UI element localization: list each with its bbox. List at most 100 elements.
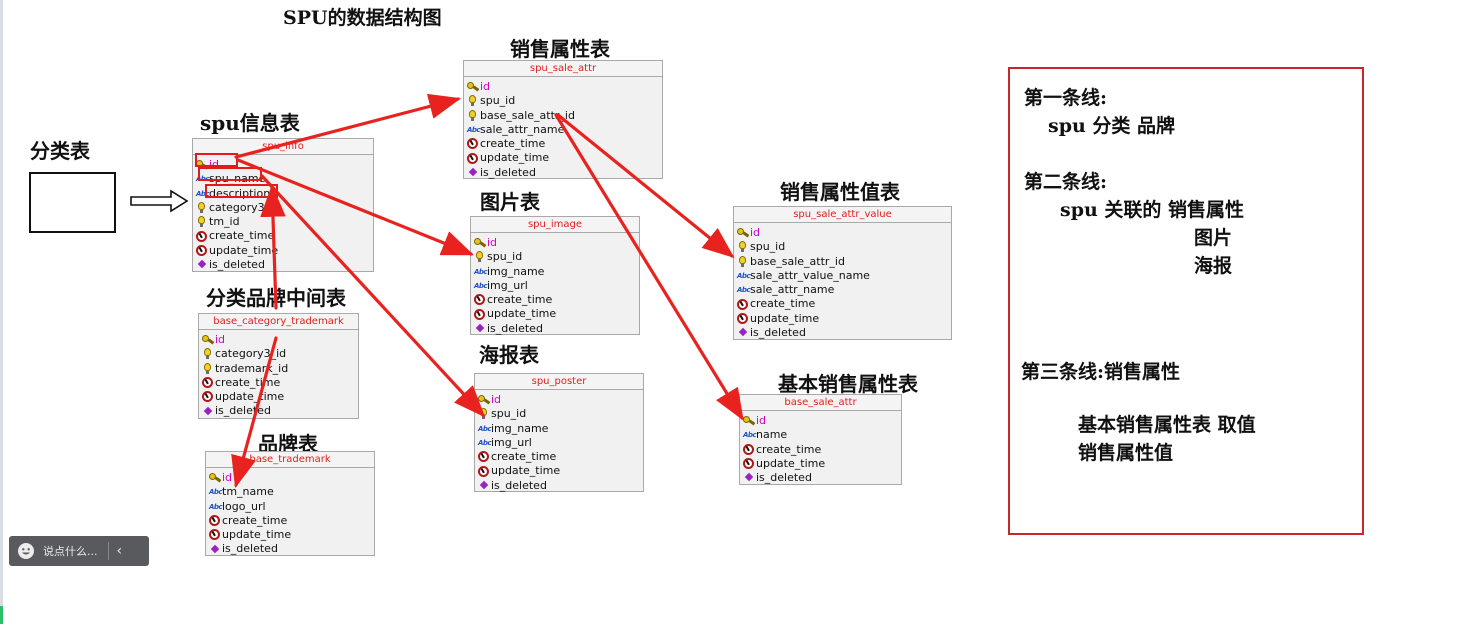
field-name: create_time bbox=[209, 229, 275, 243]
note-line3-body: 基本销售属性表 取值 bbox=[1078, 414, 1256, 436]
key-icon bbox=[209, 472, 221, 484]
table-field-row: create_time bbox=[474, 293, 639, 307]
field-name: create_time bbox=[756, 442, 822, 456]
clock-icon bbox=[743, 443, 755, 456]
table-field-row: id bbox=[474, 236, 639, 250]
arrow-sale-attr-to-base-sale-attr bbox=[554, 113, 744, 421]
bulb-icon bbox=[467, 109, 479, 122]
note-line2-body: spu 关联的 销售属性 bbox=[1060, 199, 1245, 221]
field-name: id bbox=[209, 158, 220, 171]
table-field-row: create_time bbox=[737, 297, 951, 311]
table-header: base_category_trademark bbox=[199, 314, 358, 330]
clock-icon bbox=[478, 451, 490, 463]
field-name: is_deleted bbox=[487, 321, 543, 335]
table-header: base_sale_attr bbox=[740, 395, 901, 411]
bulb-icon bbox=[737, 241, 749, 253]
smile-icon[interactable] bbox=[17, 542, 35, 560]
key-icon bbox=[737, 227, 749, 239]
field-name: update_time bbox=[209, 243, 279, 257]
table-field-row: update_time bbox=[196, 244, 373, 258]
clock-icon bbox=[474, 294, 486, 306]
clock-icon bbox=[474, 308, 486, 321]
field-name: img_name bbox=[487, 264, 545, 278]
field-name: id bbox=[222, 471, 233, 484]
table-header: spu_info bbox=[193, 139, 373, 155]
field-name: id bbox=[215, 333, 226, 346]
table-field-row: id bbox=[467, 80, 662, 94]
table-field-row: create_time bbox=[467, 137, 662, 151]
clock-icon bbox=[202, 377, 214, 389]
clock-icon bbox=[478, 465, 490, 478]
field-name: tm_id bbox=[209, 215, 240, 229]
table-field-row: spu_id bbox=[474, 250, 639, 264]
abc-icon: Abc bbox=[737, 272, 751, 281]
note-line2-title: 第二条线: bbox=[1024, 171, 1108, 193]
table-field-row: base_sale_attr_id bbox=[467, 109, 662, 123]
arrow-category-trademark-to-spu bbox=[260, 184, 286, 310]
field-name: category3_id bbox=[215, 347, 287, 361]
field-name: logo_url bbox=[222, 499, 266, 513]
field-name: create_time bbox=[491, 450, 557, 464]
clock-icon bbox=[743, 458, 755, 470]
label-poster-table: 海报表 bbox=[479, 343, 539, 367]
bulb-icon bbox=[474, 251, 486, 263]
field-name: id bbox=[480, 80, 491, 93]
label-sale-attr-value-table: 销售属性值表 bbox=[780, 180, 900, 204]
table-field-row: create_time bbox=[196, 229, 373, 243]
table-field-row: is_deleted bbox=[467, 166, 662, 180]
table-field-row: update_time bbox=[202, 390, 358, 404]
note-line1-body: spu 分类 品牌 bbox=[1048, 115, 1176, 137]
field-name: is_deleted bbox=[756, 471, 812, 485]
abc-icon: Abc bbox=[474, 267, 488, 276]
field-name: id bbox=[491, 393, 502, 406]
field-name: update_time bbox=[756, 456, 826, 470]
field-name: update_time bbox=[222, 528, 292, 542]
clock-icon bbox=[737, 298, 749, 311]
arrow-spu-to-image bbox=[236, 158, 474, 256]
field-name: sale_attr_value_name bbox=[750, 268, 870, 282]
field-name: update_time bbox=[491, 464, 561, 478]
chevron-left-icon[interactable]: ‹ bbox=[116, 543, 123, 559]
field-name: create_time bbox=[487, 293, 553, 307]
abc-icon: Abc bbox=[196, 189, 210, 198]
arrow-category-trademark-to-trademark bbox=[231, 336, 278, 489]
table-field-row: id bbox=[737, 226, 951, 240]
abc-icon: Abc bbox=[209, 488, 223, 497]
field-name: img_url bbox=[491, 435, 532, 449]
table-field-row: is_deleted bbox=[478, 479, 643, 493]
field-name: id bbox=[487, 236, 498, 249]
label-sale-attr-table: 销售属性表 bbox=[510, 37, 610, 61]
label-trademark-table: 品牌表 bbox=[258, 432, 318, 456]
arrow-spu-to-sale-attr bbox=[234, 93, 462, 159]
field-name: base_sale_attr_id bbox=[480, 108, 575, 122]
clock-icon bbox=[209, 529, 221, 541]
field-name: update_time bbox=[750, 311, 820, 325]
table-header: spu_sale_attr_value bbox=[734, 207, 951, 223]
abc-icon: Abc bbox=[467, 126, 481, 135]
field-name: create_time bbox=[480, 137, 546, 151]
field-name: img_name bbox=[491, 421, 549, 435]
field-name: img_url bbox=[487, 278, 528, 292]
note-line2-item2: 图片 bbox=[1194, 227, 1233, 249]
bulb-icon bbox=[196, 216, 208, 228]
field-name: name bbox=[756, 428, 788, 442]
table-field-row: id bbox=[202, 333, 358, 347]
clock-icon bbox=[209, 515, 221, 527]
table-field-row: update_time bbox=[478, 464, 643, 478]
table-field-row: update_time bbox=[209, 528, 374, 542]
chat-input-pill[interactable]: 说点什么... ‹ bbox=[9, 536, 149, 566]
table-field-row: create_time bbox=[478, 450, 643, 464]
abc-icon: Abc bbox=[737, 286, 751, 295]
field-name: spu_name bbox=[209, 172, 266, 186]
table-field-row: update_time bbox=[474, 307, 639, 321]
field-name: update_time bbox=[215, 390, 285, 404]
chat-input-placeholder[interactable]: 说点什么... bbox=[43, 545, 98, 558]
